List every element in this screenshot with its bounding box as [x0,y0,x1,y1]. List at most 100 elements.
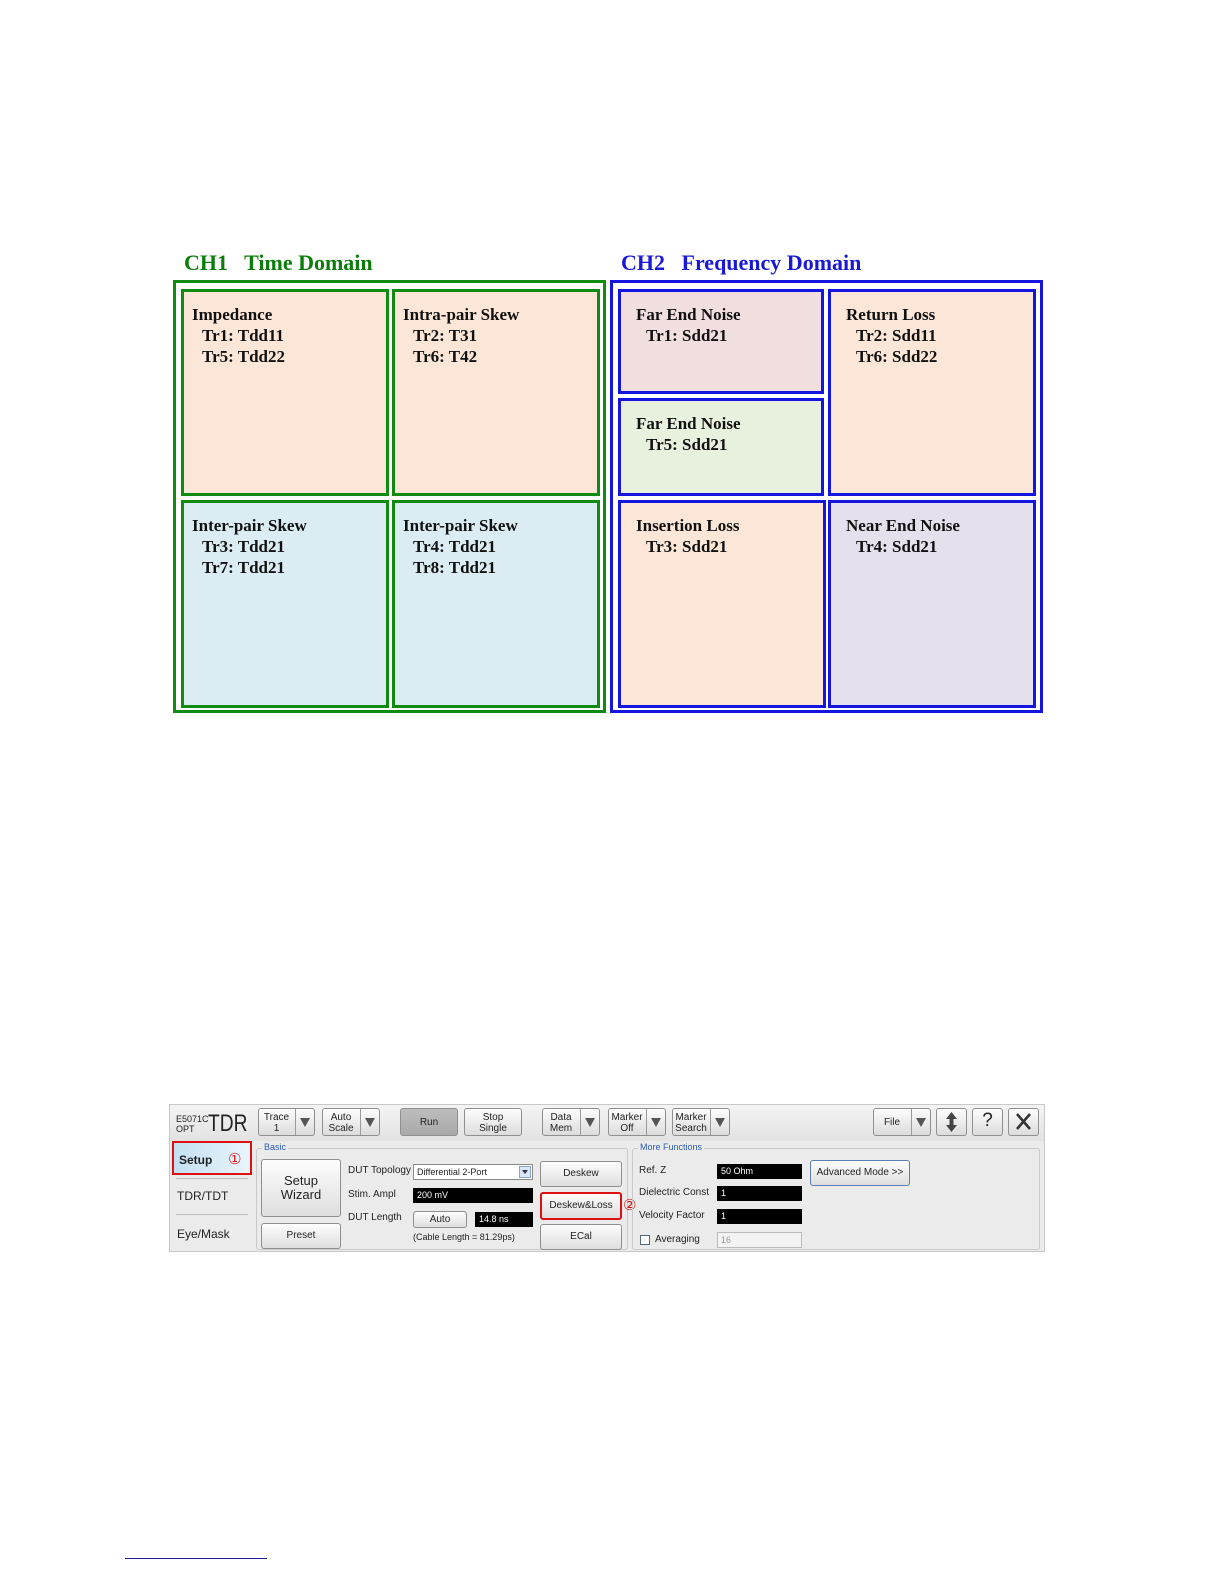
auto-scale-line2: Scale [328,1123,354,1134]
updown-arrow-icon [946,1112,957,1132]
velocity-factor-label: Velocity Factor [639,1210,705,1221]
chevron-down-icon[interactable] [295,1109,314,1135]
callout-2: ② [623,1196,637,1214]
trace-number: 1 [273,1123,280,1134]
ecal-button[interactable]: ECal [540,1224,622,1250]
top-toolbar: E5071C OPT TDR Trace 1 Auto Scale Run St… [170,1105,1044,1141]
marker-off-button[interactable]: Marker Off [608,1108,666,1136]
chevron-down-icon[interactable] [911,1109,930,1135]
dut-topology-select[interactable]: Differential 2-Port [413,1164,533,1180]
brand-name: TDR [208,1110,248,1137]
footnote-rule [125,1558,267,1559]
ch2-cell-far-end-noise-a: Far End Noise Tr1: Sdd21 [618,289,824,394]
setup-wizard-button[interactable]: Setup Wizard [261,1159,341,1217]
chevron-down-icon[interactable] [580,1109,599,1135]
sidebar-divider [176,1178,248,1179]
callout-1: ① [228,1150,242,1168]
averaging-label: Averaging [655,1234,700,1245]
ch2-cell-return-loss: Return Loss Tr2: Sdd11 Tr6: Sdd22 [828,289,1036,496]
auto-scale-button[interactable]: Auto Scale [322,1108,380,1136]
sidebar-item-setup[interactable]: Setup [172,1141,252,1175]
marker-search-line2: Search [675,1123,707,1134]
cell-title: Return Loss [846,305,936,324]
ch2-title: CH2 Frequency Domain [621,250,862,275]
marker-off-line1: Marker [611,1112,643,1123]
close-icon [1016,1113,1031,1130]
stim-ampl-field[interactable]: 200 mV [413,1188,533,1203]
trace-button[interactable]: Trace 1 [258,1108,315,1136]
tdr-toolbar-window: E5071C OPT TDR Trace 1 Auto Scale Run St… [169,1104,1045,1252]
close-button[interactable] [1008,1108,1039,1136]
velocity-factor-field[interactable]: 1 [717,1209,802,1224]
sidebar-item-tdr-tdt[interactable]: TDR/TDT [177,1189,229,1203]
averaging-checkbox[interactable] [640,1235,650,1245]
deskew-button[interactable]: Deskew [540,1161,622,1187]
averaging-spinbox[interactable]: 16 [717,1232,802,1248]
file-button[interactable]: File [873,1108,931,1136]
trace-label: Trace [263,1112,290,1123]
dut-topology-label: DUT Topology [348,1165,411,1176]
averaging-value: 16 [721,1235,732,1245]
marker-search-button[interactable]: Marker Search [672,1108,730,1136]
file-label: File [883,1117,901,1128]
setup-wizard-line1: Setup [284,1173,318,1188]
ref-z-label: Ref. Z [639,1165,667,1176]
marker-search-line1: Marker [675,1112,707,1123]
ch1-cell-impedance: Impedance Tr1: Tdd11 Tr5: Tdd22 [181,289,389,496]
cell-trace: Tr3: Tdd21 [202,537,285,556]
dut-length-label: DUT Length [348,1212,402,1223]
chevron-down-icon[interactable] [710,1109,729,1135]
brand-model: E5071C OPT [176,1114,209,1134]
dielectric-const-field[interactable]: 1 [717,1186,802,1201]
dut-length-auto-button[interactable]: Auto [413,1211,467,1228]
dut-length-field[interactable]: 14.8 ns [475,1212,533,1227]
ch1-cell-inter-pair-skew-b: Inter-pair Skew Tr4: Tdd21 Tr8: Tdd21 [392,500,600,708]
marker-off-line2: Off [620,1123,634,1134]
more-functions-group: More Functions Ref. Z 50 Ohm Dielectric … [632,1142,1040,1250]
stop-single-button[interactable]: Stop Single [464,1108,522,1136]
ch2-frame: Far End Noise Tr1: Sdd21 Far End Noise T… [610,280,1043,713]
setup-wizard-line2: Wizard [280,1187,322,1202]
chevron-down-icon[interactable] [646,1109,665,1135]
ch2-cell-near-end-noise: Near End Noise Tr4: Sdd21 [828,500,1036,708]
stim-ampl-label: Stim. Ampl [348,1189,396,1200]
sidebar-divider [176,1214,248,1215]
cell-trace: Tr7: Tdd21 [202,558,285,577]
dut-topology-value: Differential 2-Port [417,1167,487,1177]
cell-title: Near End Noise [846,516,960,535]
more-functions-title: More Functions [638,1142,705,1152]
ch2-cell-insertion-loss: Insertion Loss Tr3: Sdd21 [618,500,826,708]
cell-trace: Tr6: T42 [413,347,478,366]
help-button[interactable]: ? [972,1108,1003,1136]
cell-title: Intra-pair Skew [403,305,520,324]
cell-trace: Tr5: Sdd21 [646,435,728,454]
basic-group-title: Basic [262,1142,289,1152]
chevron-down-icon[interactable] [360,1109,379,1135]
run-button[interactable]: Run [400,1108,458,1136]
cell-trace: Tr2: Sdd11 [856,326,937,345]
cell-title: Impedance [192,305,273,324]
ch1-cell-inter-pair-skew-a: Inter-pair Skew Tr3: Tdd21 Tr7: Tdd21 [181,500,389,708]
advanced-mode-button[interactable]: Advanced Mode >> [810,1160,910,1186]
cell-trace: Tr4: Tdd21 [413,537,496,556]
chevron-down-icon[interactable] [519,1166,531,1178]
ch1-cell-intra-pair-skew: Intra-pair Skew Tr2: T31 Tr6: T42 [392,289,600,496]
cell-trace: Tr1: Tdd11 [202,326,285,345]
sidebar-item-eye-mask[interactable]: Eye/Mask [177,1227,230,1241]
cell-title: Insertion Loss [636,516,740,535]
cell-trace: Tr4: Sdd21 [856,537,938,556]
preset-button[interactable]: Preset [261,1223,341,1249]
cell-trace: Tr5: Tdd22 [202,347,285,366]
ref-z-field[interactable]: 50 Ohm [717,1164,802,1179]
data-mem-button[interactable]: Data Mem [542,1108,600,1136]
cell-title: Inter-pair Skew [192,516,307,535]
cell-trace: Tr2: T31 [413,326,478,345]
dielectric-const-label: Dielectric Const [639,1187,710,1198]
ch2-cell-far-end-noise-b: Far End Noise Tr5: Sdd21 [618,398,824,496]
move-updown-button[interactable] [936,1108,967,1136]
ch1-title: CH1 Time Domain [184,250,373,275]
deskew-loss-button[interactable]: Deskew&Loss [540,1192,622,1220]
cell-title: Far End Noise [636,414,741,433]
cell-trace: Tr1: Sdd21 [646,326,728,345]
brand-logo: E5071C OPT TDR [176,1111,248,1137]
